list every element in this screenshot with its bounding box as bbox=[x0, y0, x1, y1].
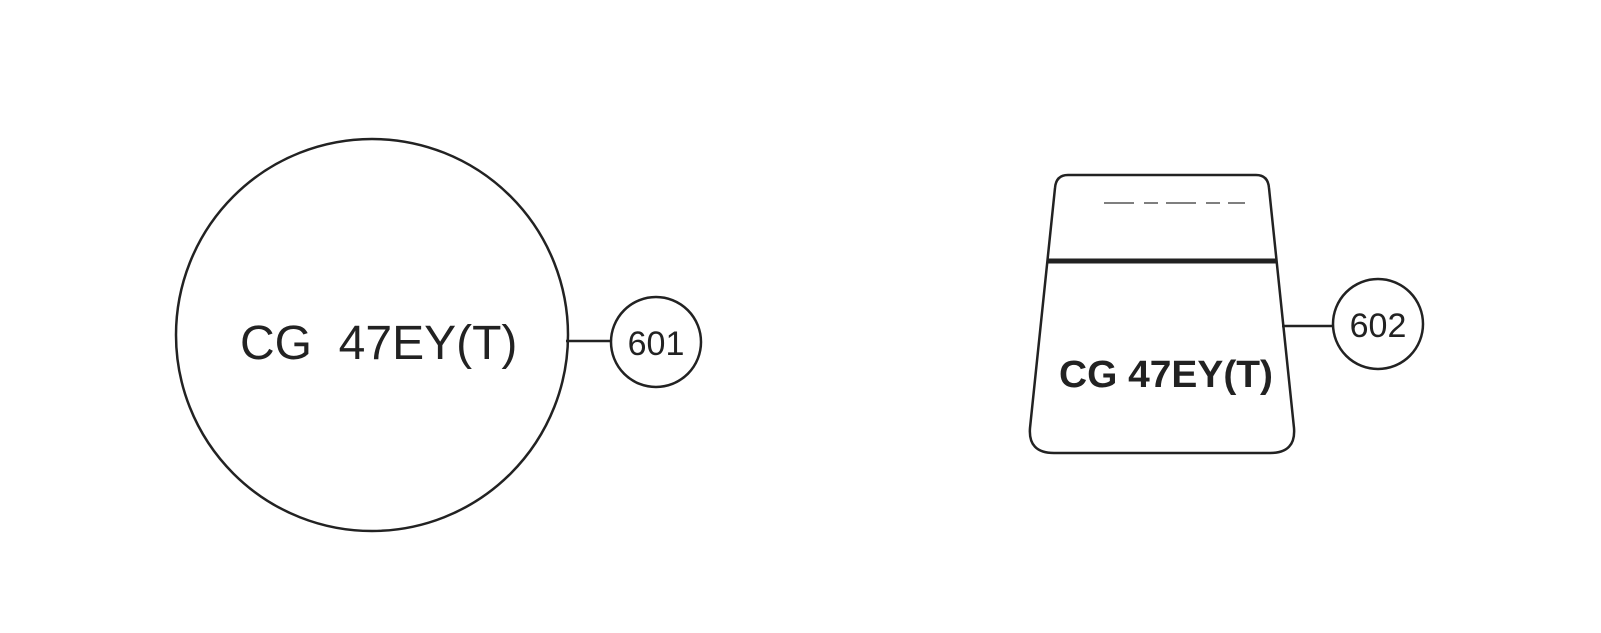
reference-bubble-602 bbox=[1331, 277, 1425, 371]
round-label-outline bbox=[174, 137, 570, 533]
reference-bubble-601 bbox=[609, 295, 703, 389]
tapered-label-group: CG 47EY(T) 602 bbox=[1028, 173, 1425, 455]
reference-number-602: 602 bbox=[1350, 307, 1407, 345]
tapered-label-outline bbox=[1028, 173, 1296, 455]
round-label-text: CG 47EY(T) bbox=[240, 317, 517, 370]
reference-number-601: 601 bbox=[628, 325, 685, 363]
tapered-label-text: CG 47EY(T) bbox=[1059, 354, 1273, 396]
round-label-group: CG 47EY(T) 601 bbox=[174, 137, 703, 533]
